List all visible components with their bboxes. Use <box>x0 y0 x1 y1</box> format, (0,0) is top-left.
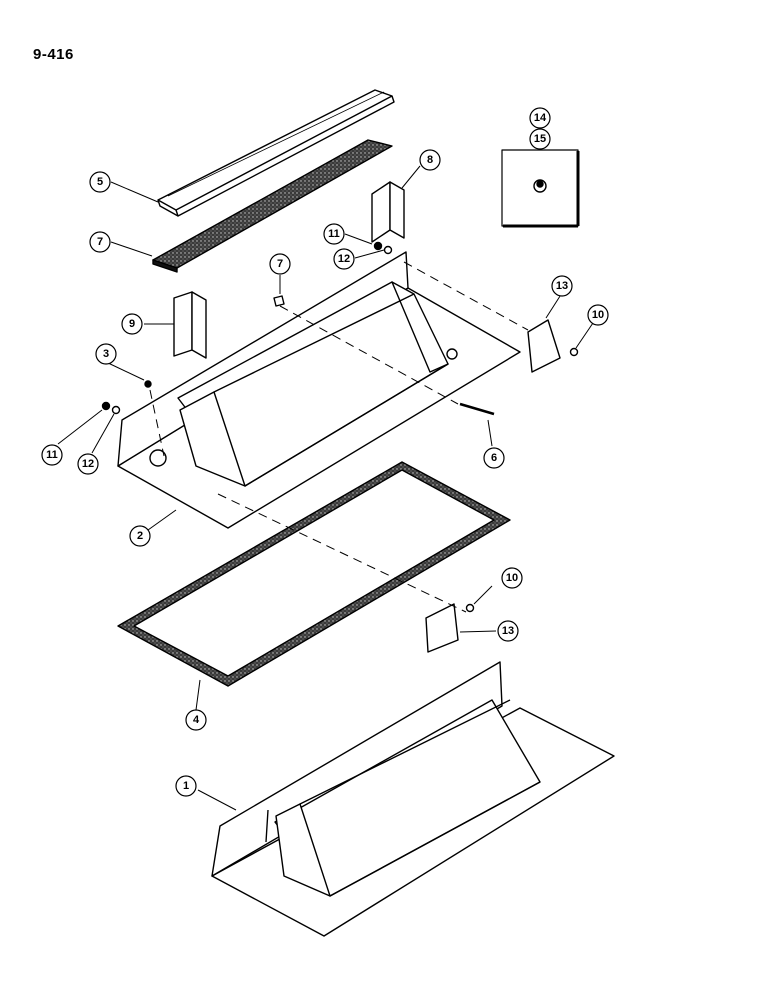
callout-15: 15 <box>529 128 551 150</box>
nut-7 <box>273 295 285 307</box>
gasket-frame-part <box>117 461 511 687</box>
svg-text:10: 10 <box>506 572 518 584</box>
svg-text:14: 14 <box>534 112 547 124</box>
svg-text:8: 8 <box>427 154 433 166</box>
svg-text:7: 7 <box>97 236 103 248</box>
callout-14: 14 <box>529 107 551 129</box>
svg-text:6: 6 <box>491 452 497 464</box>
callout-8: 7 <box>89 231 111 253</box>
alignment-lines <box>149 261 529 613</box>
side-plate-middle-part <box>425 603 459 653</box>
leader-lines <box>57 165 596 811</box>
bracket-left-part <box>173 291 207 359</box>
callout-9-left: 9 <box>121 313 143 335</box>
callout-12-right: 12 <box>333 248 355 270</box>
svg-text:11: 11 <box>328 228 340 240</box>
svg-text:7: 7 <box>277 258 283 270</box>
callout-10-middle: 10 <box>501 567 523 589</box>
callout-2: 2 <box>129 525 151 547</box>
callout-10-right: 10 <box>587 304 609 326</box>
svg-text:5: 5 <box>97 176 103 188</box>
svg-text:9: 9 <box>129 318 135 330</box>
washer-12-right <box>383 245 393 255</box>
nut-11-right <box>373 241 383 251</box>
svg-text:12: 12 <box>82 458 94 470</box>
screw-3 <box>144 380 152 388</box>
base-housing-part <box>211 661 615 937</box>
filter-housing-part <box>117 251 521 529</box>
svg-text:12: 12 <box>338 253 350 265</box>
svg-text:15: 15 <box>534 133 546 145</box>
top-cover-channel-part <box>157 89 395 217</box>
bracket-upper-part <box>371 181 405 243</box>
callout-11-left: 11 <box>41 444 63 466</box>
callout-7: 7 <box>269 253 291 275</box>
callout-9-upper: 8 <box>419 149 441 171</box>
svg-text:1: 1 <box>183 780 189 792</box>
cover-plate-part <box>501 149 580 228</box>
callout-13-right: 13 <box>551 275 573 297</box>
bolt-6 <box>459 402 495 416</box>
nut-11-left <box>101 401 111 411</box>
svg-text:2: 2 <box>137 530 143 542</box>
callout-3: 3 <box>95 343 117 365</box>
svg-text:3: 3 <box>103 348 109 360</box>
side-plate-right-part <box>527 319 561 373</box>
callout-4: 4 <box>185 709 207 731</box>
svg-text:4: 4 <box>193 714 200 726</box>
screw-10-middle <box>465 603 475 613</box>
callout-5: 5 <box>89 171 111 193</box>
callout-1: 1 <box>175 775 197 797</box>
callout-13-middle: 13 <box>497 620 519 642</box>
callout-6: 6 <box>483 447 505 469</box>
filter-pad-part <box>152 139 393 273</box>
svg-text:11: 11 <box>46 449 58 461</box>
svg-text:10: 10 <box>592 309 604 321</box>
screw-10-right <box>569 347 579 357</box>
svg-text:13: 13 <box>556 280 568 292</box>
svg-text:13: 13 <box>502 625 514 637</box>
callout-12-left: 12 <box>77 453 99 475</box>
callout-11-right: 11 <box>323 223 345 245</box>
page-number: 9-416 <box>33 46 74 63</box>
washer-12-left <box>111 405 121 415</box>
